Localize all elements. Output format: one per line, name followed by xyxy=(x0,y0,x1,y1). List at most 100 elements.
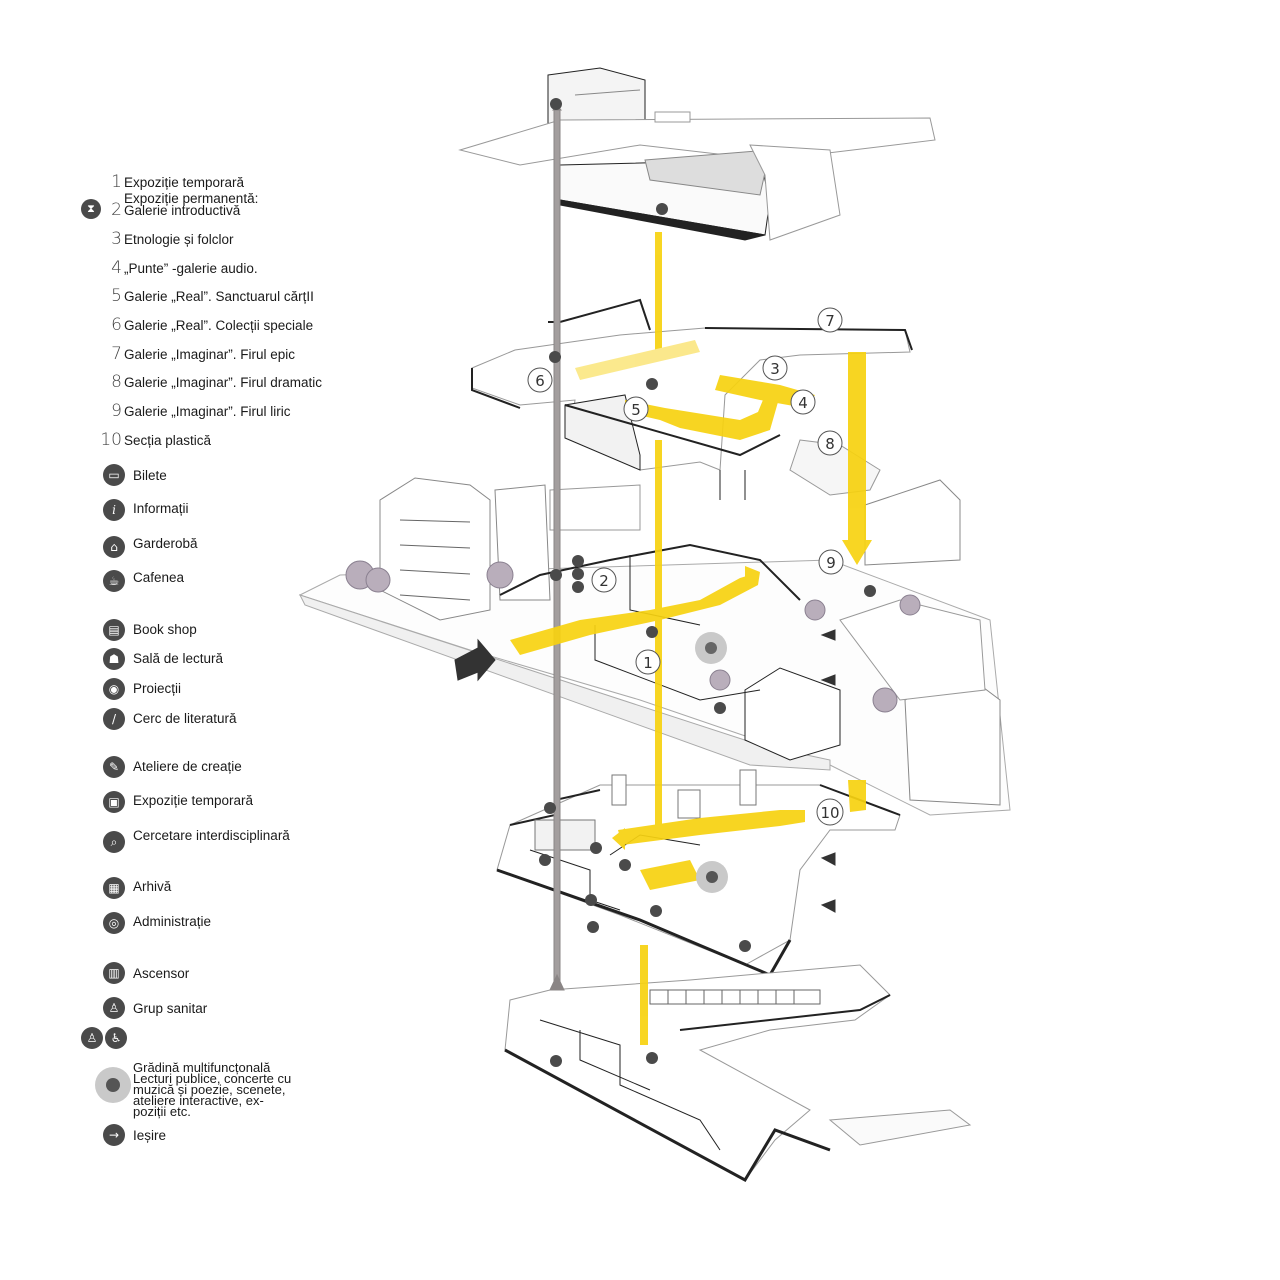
marker-label: 6 xyxy=(535,372,545,390)
marker-label: 8 xyxy=(825,435,835,453)
legend-label: Arhivă xyxy=(133,879,172,894)
garden-desc-line: poziții etc. xyxy=(133,1104,191,1119)
legend-icon-reading: ☗ Sală de lectură xyxy=(0,648,360,674)
legend-icon-exit: → Ieșire xyxy=(0,1124,360,1150)
legend-item-1: 1 Expoziție temporară xyxy=(0,172,360,198)
legend-label: Cercetare interdisciplinară xyxy=(133,828,290,843)
legend-number: 2 xyxy=(111,200,122,220)
legend-label: Informații xyxy=(133,501,189,516)
garden-desc-line: ateliere interactive, ex- xyxy=(133,1093,264,1108)
legend-icon-bookshop: ▤ Book shop xyxy=(0,619,360,645)
marker-10: 10 xyxy=(816,798,844,826)
marker-label: 3 xyxy=(770,360,780,378)
magnifier-icon: ⌕ xyxy=(103,831,125,853)
legend-label: Secția plastică xyxy=(124,433,212,448)
legend-label: Galerie „Real”. Sanctuarul cărțII xyxy=(124,289,314,304)
reader-icon: ☗ xyxy=(103,648,125,670)
arrow-right-icon: → xyxy=(103,1124,125,1146)
projector-icon: ◉ xyxy=(103,678,125,700)
marker-label: 1 xyxy=(643,654,653,672)
palette-icon: ✎ xyxy=(103,756,125,778)
marker-label: 9 xyxy=(826,554,836,572)
pen-icon xyxy=(714,702,726,714)
legend-item-6: 6 Galerie „Real”. Colecții speciale xyxy=(0,315,360,341)
legend-label: Sală de lectură xyxy=(133,651,224,666)
marker-6: 6 xyxy=(527,367,553,393)
legend-label: Administrație xyxy=(133,914,212,929)
legend-number: 3 xyxy=(111,229,122,249)
reader-icon xyxy=(550,98,562,110)
legend-number: 1 xyxy=(111,172,122,192)
legend-label: Expoziție temporară xyxy=(133,793,254,808)
legend-icon-restroom: ♙ Grup sanitar xyxy=(0,997,360,1023)
legend-label: Book shop xyxy=(133,622,197,637)
legend-icon-projections: ◉ Proiecții xyxy=(0,678,360,704)
info-icon xyxy=(572,581,584,593)
marker-8: 8 xyxy=(817,430,843,456)
reader-icon xyxy=(656,203,668,215)
ticket-icon xyxy=(550,569,562,581)
garden-label: Grădină multifuncțonală xyxy=(133,1060,271,1075)
legend-icon-cloakroom: ⌂ Garderobă xyxy=(0,536,360,562)
basement-level-2 xyxy=(504,964,972,1183)
legend-number: 6 xyxy=(111,315,122,335)
garden-desc-line: muzică și poezie, scenete, xyxy=(133,1082,286,1097)
info-icon: i xyxy=(103,499,125,521)
frame-icon: ▣ xyxy=(103,791,125,813)
legend-item-3: 3 Etnologie și folclor xyxy=(0,229,360,255)
frame-icon xyxy=(646,378,658,390)
legend-icon-accessibility: ♙ ♿ xyxy=(0,1027,360,1053)
legend-number: 8 xyxy=(111,372,122,392)
legend-icon-archive: ▦ Arhivă xyxy=(0,877,360,903)
book-icon: ▤ xyxy=(103,619,125,641)
legend-label: Galerie „Imaginar”. Firul liric xyxy=(124,404,291,419)
marker-7: 7 xyxy=(817,307,843,333)
legend-label: Grup sanitar xyxy=(133,1001,208,1016)
legend-label: Cafenea xyxy=(133,570,185,585)
legend-label: Proiecții xyxy=(133,681,182,696)
archive-icon: ▦ xyxy=(103,877,125,899)
frame-icon xyxy=(646,626,658,638)
admin-icon: ◎ xyxy=(103,912,125,934)
legend-label: Ateliere de creație xyxy=(133,759,242,774)
legend-label: Ieșire xyxy=(133,1128,167,1143)
marker-label: 4 xyxy=(798,394,808,412)
legend-label: Expoziție temporară xyxy=(124,175,245,190)
projector-icon xyxy=(650,905,662,917)
top-level xyxy=(458,67,936,241)
baby-change-icon: ♙ xyxy=(81,1027,103,1049)
arrow-right-icon xyxy=(619,859,631,871)
hourglass-icon: ⧗ xyxy=(81,199,101,219)
visitor-route xyxy=(510,232,872,1045)
coffee-icon xyxy=(544,802,556,814)
archive-icon xyxy=(646,1052,658,1064)
legend-label: Expoziție permanentă: xyxy=(124,191,259,206)
legend-item-9: 9 Galerie „Imaginar”. Firul liric xyxy=(0,401,360,427)
legend-number: 7 xyxy=(111,344,122,364)
wheelchair-icon xyxy=(587,921,599,933)
garden-center-icon xyxy=(106,1078,120,1092)
legend-label: „Punte” -galerie audio. xyxy=(124,261,258,276)
legend-number: 10 xyxy=(100,430,122,450)
legend-label: Etnologie și folclor xyxy=(124,232,234,247)
legend-icon-tickets: ▭ Bilete xyxy=(0,464,360,490)
hanger-icon: ⌂ xyxy=(103,536,125,558)
legend-number: 4 xyxy=(111,258,122,278)
legend-garden: Grădină multifuncțonală Lecturi publice,… xyxy=(0,1060,360,1122)
marker-label: 5 xyxy=(631,401,641,419)
marker-label: 7 xyxy=(825,312,835,330)
legend-icon-cafe: ☕ Cafenea xyxy=(0,570,360,596)
garden-markers xyxy=(695,632,728,893)
legend-label: Bilete xyxy=(133,468,167,483)
marker-9: 9 xyxy=(818,549,844,575)
legend-label: Garderobă xyxy=(133,536,198,551)
marker-4: 4 xyxy=(790,389,816,415)
palette-icon xyxy=(739,940,751,952)
elevator-icon: ▥ xyxy=(103,962,125,984)
projector-icon xyxy=(549,351,561,363)
legend-number: 5 xyxy=(111,286,122,306)
plan-icons xyxy=(539,98,876,1067)
restroom-icon xyxy=(585,894,597,906)
legend-icon-temporary: ▣ Expoziție temporară xyxy=(0,791,360,817)
